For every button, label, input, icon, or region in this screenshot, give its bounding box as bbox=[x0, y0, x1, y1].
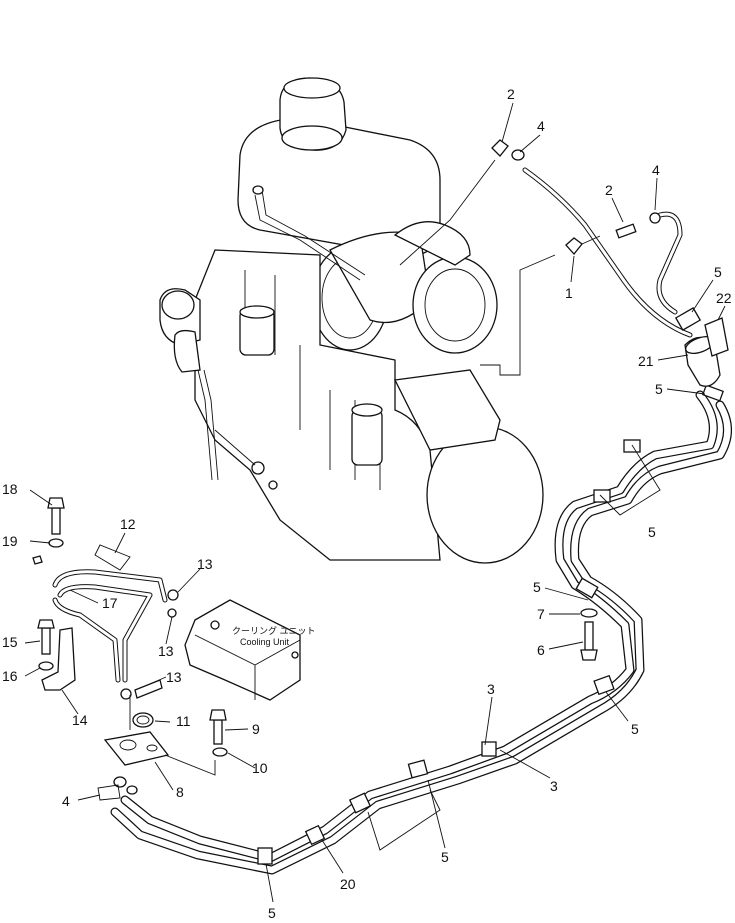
callout-4-right: 4 bbox=[652, 162, 660, 178]
air-cleaner bbox=[237, 117, 441, 257]
callout-5-bottom-mid: 5 bbox=[441, 849, 449, 865]
callout-13-mid: 13 bbox=[158, 643, 174, 659]
callout-16: 16 bbox=[2, 668, 18, 684]
callout-leaders bbox=[24, 102, 726, 903]
callout-13-top: 13 bbox=[197, 556, 213, 572]
callout-9: 9 bbox=[252, 721, 260, 737]
bracket-14 bbox=[41, 627, 76, 691]
callout-labels: 2 4 1 2 4 5 22 21 5 5 5 7 6 5 3 3 5 20 5… bbox=[2, 86, 732, 921]
callout-17: 17 bbox=[102, 595, 118, 611]
cooling-unit-assembly bbox=[32, 497, 301, 801]
callout-5-right: 5 bbox=[631, 721, 639, 737]
grommet-11 bbox=[132, 712, 154, 728]
callout-21: 21 bbox=[638, 353, 654, 369]
callout-2-right: 2 bbox=[605, 182, 613, 198]
callout-5-elbow: 5 bbox=[655, 381, 663, 397]
callout-6: 6 bbox=[537, 642, 545, 658]
tube-clamps bbox=[257, 307, 725, 865]
callout-4-bottom: 4 bbox=[62, 793, 70, 809]
callout-18: 18 bbox=[2, 481, 18, 497]
cooling-unit-label-en: Cooling Unit bbox=[240, 637, 290, 647]
callout-14: 14 bbox=[72, 712, 88, 728]
callout-13-bottom: 13 bbox=[166, 669, 182, 685]
callout-5-bolt: 5 bbox=[533, 579, 541, 595]
callout-4-top: 4 bbox=[537, 118, 545, 134]
washer-7 bbox=[580, 608, 598, 618]
callout-12: 12 bbox=[120, 516, 136, 532]
callout-2-top: 2 bbox=[507, 86, 515, 102]
upper-hose-assembly bbox=[399, 139, 693, 338]
engine bbox=[159, 77, 556, 564]
callout-20: 20 bbox=[340, 876, 356, 892]
callout-10: 10 bbox=[252, 760, 268, 776]
callout-5-upper: 5 bbox=[714, 264, 722, 280]
callout-5-bottom: 5 bbox=[268, 905, 276, 921]
main-tube-route bbox=[110, 307, 732, 875]
cooling-unit-label-jp: クーリング ユニット bbox=[232, 625, 316, 636]
callout-1: 1 bbox=[565, 285, 573, 301]
callout-7: 7 bbox=[537, 606, 545, 622]
plate-8 bbox=[103, 731, 170, 766]
callout-8: 8 bbox=[176, 784, 184, 800]
callout-11: 11 bbox=[176, 713, 191, 729]
bolt-6 bbox=[580, 621, 598, 661]
callout-19: 19 bbox=[2, 533, 18, 549]
callout-15: 15 bbox=[2, 634, 18, 650]
callout-5-mid: 5 bbox=[648, 524, 656, 540]
callout-3-top: 3 bbox=[487, 681, 495, 697]
callout-22: 22 bbox=[716, 290, 732, 306]
callout-3-right: 3 bbox=[550, 778, 558, 794]
